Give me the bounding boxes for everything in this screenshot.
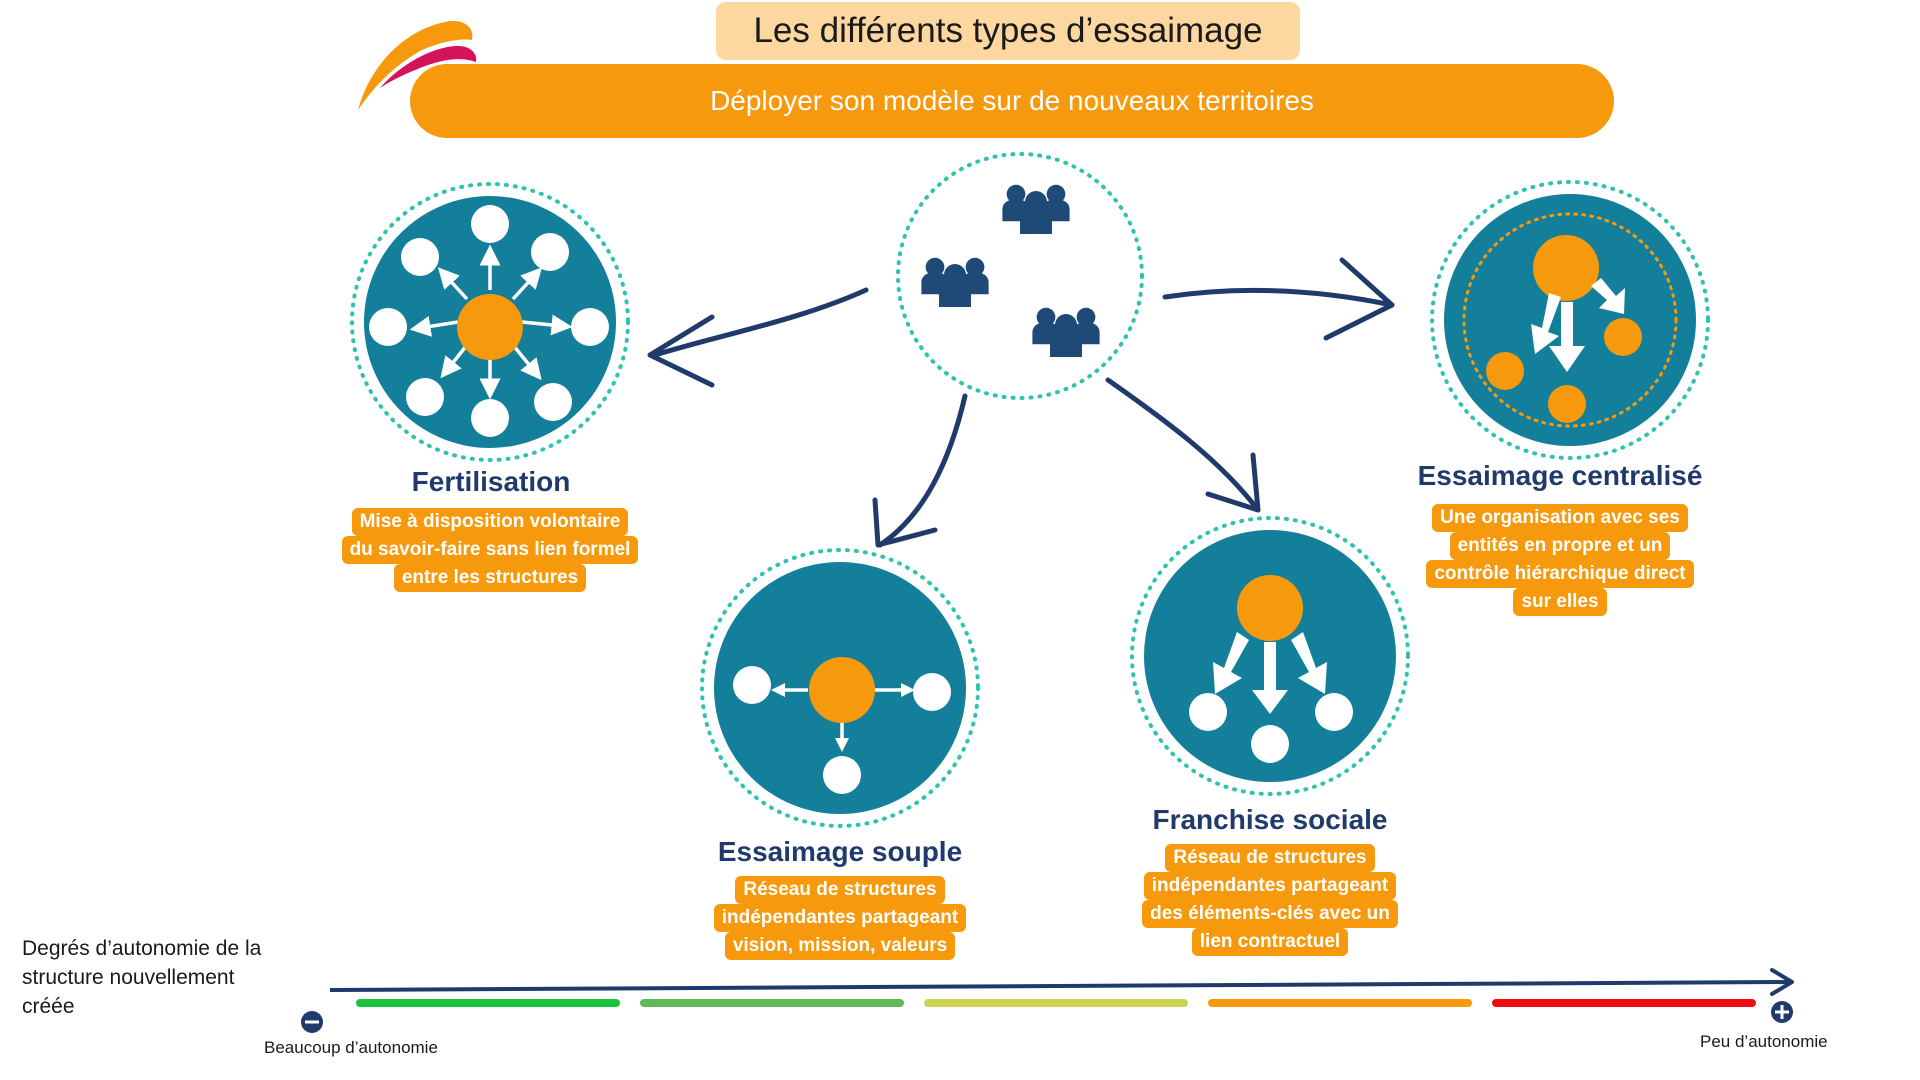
arrow-icon <box>647 257 1395 548</box>
franchise-sociale-icon <box>1130 516 1410 796</box>
autonomy-axis <box>301 968 1794 1033</box>
central-group <box>896 152 1144 400</box>
axis-title: Degrés d’autonomie de la structure nouve… <box>22 937 262 1018</box>
logo-swoosh <box>358 20 477 111</box>
essaimage-souple-icon <box>700 548 980 828</box>
essaimage-centralise-icon <box>1430 180 1710 460</box>
fertilisation-icon <box>350 182 630 462</box>
type-title-franchise-sociale: Franchise sociale <box>1152 804 1388 835</box>
type-title-essaimage-souple: Essaimage souple <box>717 836 963 867</box>
axis-right-label: Peu d’autonomie <box>1700 1032 1828 1051</box>
page-subtitle: Déployer son modèle sur de nouveaux terr… <box>410 64 1614 138</box>
type-title-essaimage-centralise: Essaimage centralisé <box>1417 460 1703 491</box>
page-title: Les différents types d’essaimage <box>716 2 1300 60</box>
axis-left-label: Beaucoup d’autonomie <box>264 1038 438 1057</box>
type-title-fertilisation: Fertilisation <box>411 466 571 497</box>
